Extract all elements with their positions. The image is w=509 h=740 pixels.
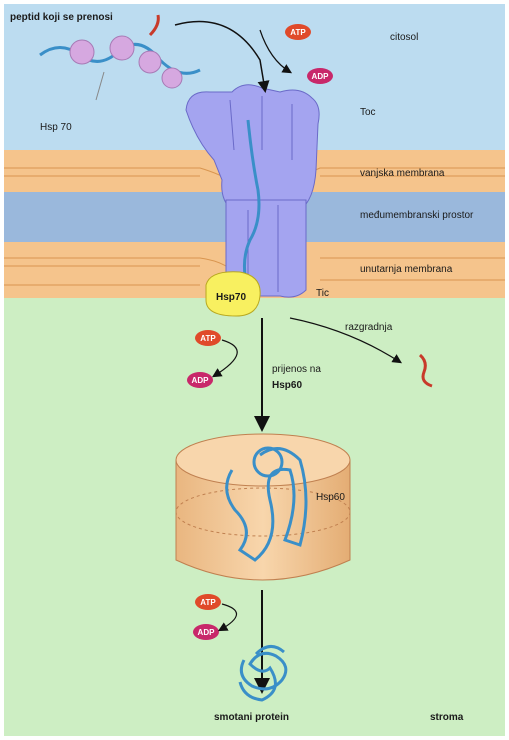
label-cytosol: citosol bbox=[390, 32, 418, 43]
label-degradation: razgradnja bbox=[345, 322, 393, 333]
label-intermembrane-space: međumembranski prostor bbox=[360, 210, 474, 221]
label-hsp60: Hsp60 bbox=[316, 492, 345, 503]
label-toc: Toc bbox=[360, 107, 376, 118]
atp-label-middle: ATP bbox=[200, 334, 216, 343]
adp-label-middle: ADP bbox=[192, 376, 210, 385]
label-transfer: prijenos na bbox=[272, 364, 321, 375]
label-hsp60-target: Hsp60 bbox=[272, 380, 302, 391]
label-inner-membrane: unutarnja membrana bbox=[360, 264, 453, 275]
atp-label-top: ATP bbox=[290, 28, 306, 37]
hsp60-barrel bbox=[176, 434, 350, 580]
label-folded-protein: smotani protein bbox=[214, 712, 289, 723]
atp-label-bottom: ATP bbox=[200, 598, 216, 607]
label-hsp70-top: Hsp 70 bbox=[40, 122, 72, 133]
label-peptide: peptid koji se prenosi bbox=[10, 12, 113, 23]
label-hsp70-bottom: Hsp70 bbox=[216, 292, 246, 303]
label-outer-membrane: vanjska membrana bbox=[360, 168, 445, 179]
adp-label-bottom: ADP bbox=[198, 628, 216, 637]
label-tic: Tic bbox=[316, 288, 329, 299]
label-stroma: stroma bbox=[430, 712, 464, 723]
adp-label-top: ADP bbox=[312, 72, 330, 81]
